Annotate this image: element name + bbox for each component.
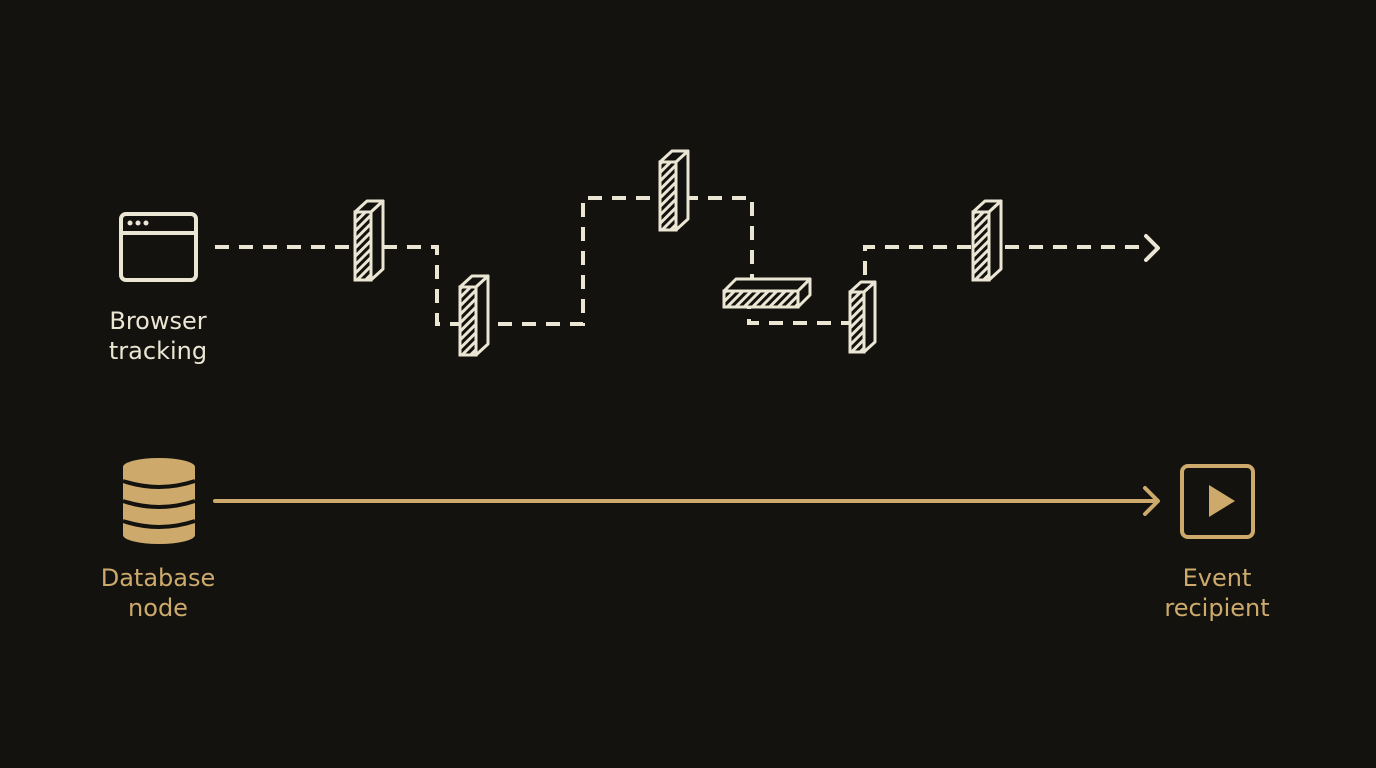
database-node-label: Database node <box>58 563 258 623</box>
blocker-5 <box>848 280 877 354</box>
database-label-line1: Database <box>100 564 216 592</box>
arrow-right-icon <box>1143 486 1160 516</box>
database-label-line2: node <box>128 594 188 622</box>
chevron-right-icon <box>1144 234 1160 262</box>
event-label-line1: Event <box>1182 564 1252 592</box>
blocker-6 <box>971 199 1003 282</box>
event-recipient-label: Event recipient <box>1117 563 1317 623</box>
database-icon <box>122 458 196 544</box>
browser-label-line2: tracking <box>108 337 208 365</box>
event-label-line2: recipient <box>1164 594 1270 622</box>
blocker-2 <box>458 274 490 357</box>
browser-window-icon <box>119 212 198 282</box>
blocker-4 <box>722 277 812 309</box>
blocker-3 <box>658 149 690 232</box>
play-box-icon <box>1180 464 1255 539</box>
blocker-1 <box>353 199 385 282</box>
browser-label-line1: Browser <box>109 307 207 335</box>
browser-tracking-label: Browser tracking <box>58 306 258 366</box>
